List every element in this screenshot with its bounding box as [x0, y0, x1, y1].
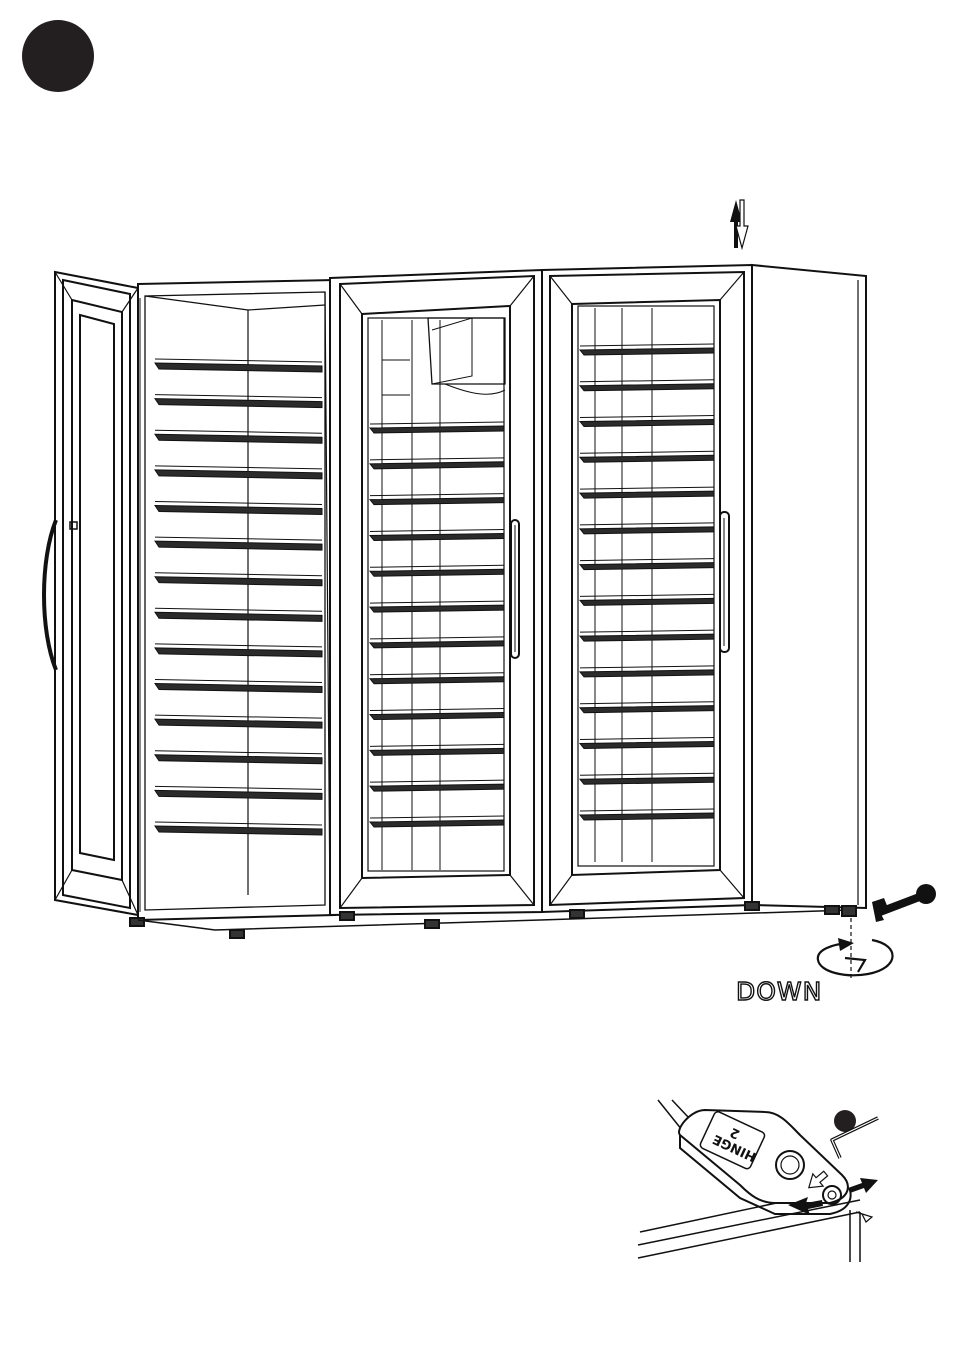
right-side-panel: [752, 265, 866, 908]
hinge-plate: [679, 1110, 848, 1203]
foot: [570, 910, 584, 918]
up-down-arrows: [730, 200, 748, 248]
foot: [230, 930, 244, 938]
foot: [425, 920, 439, 928]
left-cabinet: [44, 272, 335, 938]
step-marker: [22, 20, 94, 92]
middle-cabinet: [330, 270, 542, 928]
foot: [825, 906, 839, 914]
rotate-direction-icon: [818, 938, 893, 975]
wrench-icon: [872, 884, 936, 922]
right-cabinet: [542, 265, 866, 918]
foot: [745, 902, 759, 910]
foot: [340, 912, 354, 920]
adjustable-foot: [842, 906, 856, 916]
down-label: DOWN: [736, 977, 822, 1006]
hinge-detail: HINGE 2: [638, 1100, 860, 1262]
foot: [130, 918, 144, 926]
left-open-door: [55, 272, 138, 915]
